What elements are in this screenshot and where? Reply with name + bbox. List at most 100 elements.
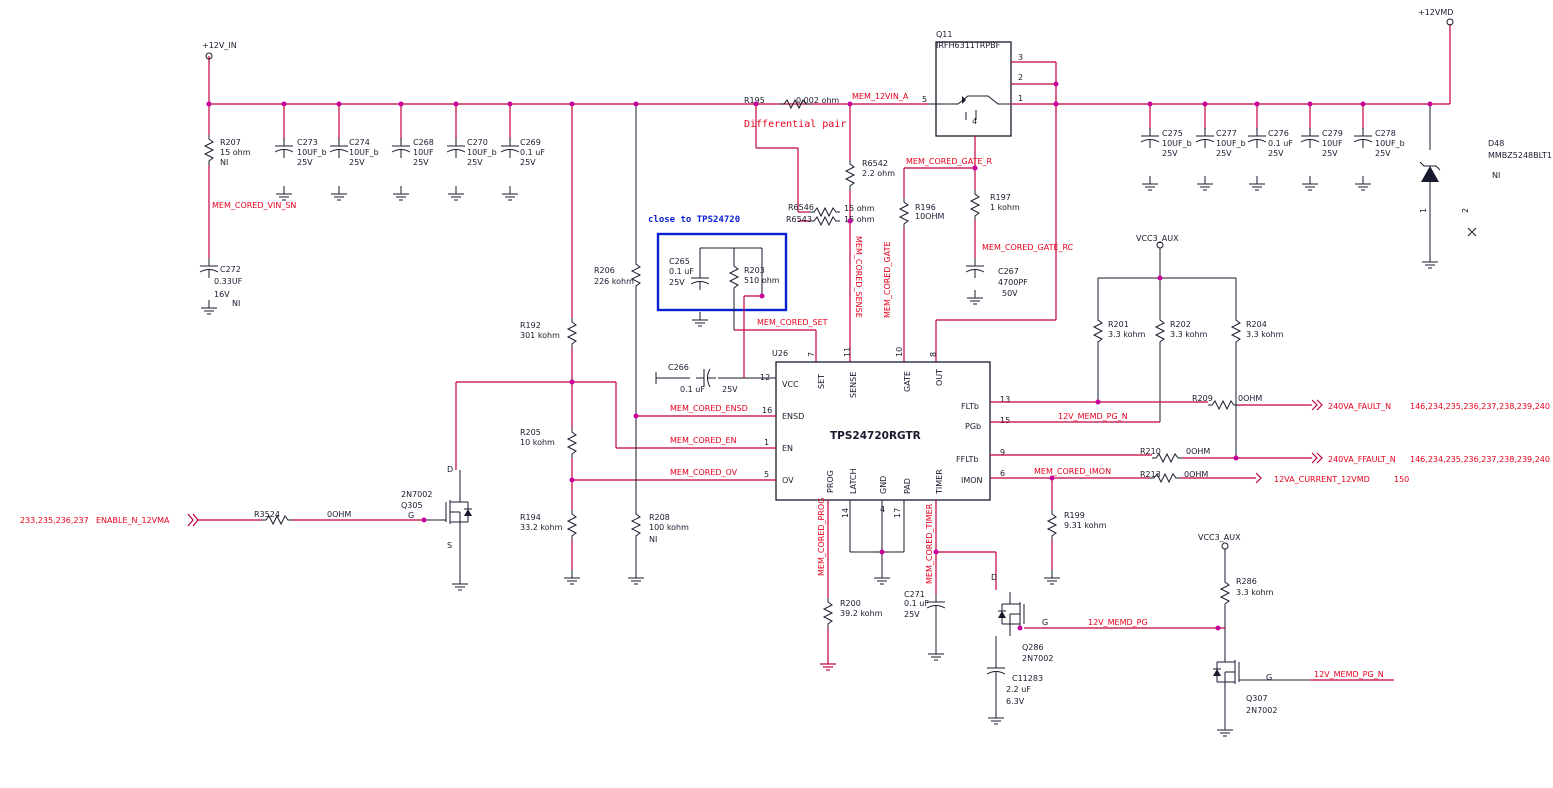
components-c279-val: 10UF <box>1322 139 1343 148</box>
ic-nums-en: 1 <box>764 438 769 447</box>
nets-gate: MEM_CORED_GATE <box>883 241 892 318</box>
components-c276-v2: 25V <box>1268 149 1284 158</box>
nets-imon: MEM_CORED_IMON <box>1034 467 1111 476</box>
ic-nums-gnd: 4 <box>880 505 885 514</box>
components-r199-val: 9.31 kohm <box>1064 521 1107 530</box>
components-c278-v2: 25V <box>1375 149 1391 158</box>
nets-gate_rc: MEM_CORED_GATE_RC <box>982 243 1074 252</box>
components-r199-ref: R199 <box>1064 511 1085 520</box>
ic-part-number: TPS24720RGTR <box>830 430 921 442</box>
components-r6542-val: 2.2 ohm <box>862 169 895 178</box>
components-r286-ref: R286 <box>1236 577 1257 586</box>
rails-aux1: VCC3_AUX <box>1136 234 1179 243</box>
nets-gate_r: MEM_CORED_GATE_R <box>906 157 993 166</box>
nets-ov: MEM_CORED_OV <box>670 468 738 477</box>
components-c266-ref: C266 <box>668 363 689 372</box>
nets-fault_pages: 146,234,235,236,237,238,239,240 <box>1410 402 1550 411</box>
components-c272-ref: C272 <box>220 265 241 274</box>
ic-pins-set: SET <box>817 374 826 389</box>
components-c277-ref: C277 <box>1216 129 1237 138</box>
mosfet_top-ref: Q11 <box>936 30 952 39</box>
components-r207-val: 15 ohm <box>220 148 251 157</box>
junctions <box>206 81 1433 631</box>
ic-pins-sense: SENSE <box>849 372 858 398</box>
components-c274-val: 10UF_b <box>349 148 379 157</box>
ic-pins-out: OUT <box>935 369 944 386</box>
nets-en: MEM_CORED_EN <box>670 436 737 445</box>
nets-prog: MEM_CORED_PROG <box>817 498 826 576</box>
components-r194-ref: R194 <box>520 513 541 522</box>
ic-nums-latch: 14 <box>841 508 850 518</box>
pin_marks-one: 1 <box>1419 208 1428 213</box>
pin_marks-g: G <box>1042 618 1048 627</box>
components-r210-ref: R210 <box>1140 447 1161 456</box>
components-c279-v2: 25V <box>1322 149 1338 158</box>
components-c11283-v2: 6.3V <box>1006 697 1025 706</box>
ic-pins-imon: IMON <box>961 476 983 485</box>
components-r286-val: 3.3 kohm <box>1236 588 1274 597</box>
nets-fault: 240VA_FAULT_N <box>1328 402 1391 411</box>
components-r213-ref: R213 <box>1140 470 1161 479</box>
components-c275-ref: C275 <box>1162 129 1183 138</box>
components-r6543-val: 15 ohm <box>844 215 875 224</box>
pin_marks-two: 2 <box>1461 208 1470 213</box>
components-d48-val: MMBZ5248BLT1 <box>1488 151 1552 160</box>
components-r201-val: 3.3 kohm <box>1108 330 1146 339</box>
net-enable: ENABLE_N_12VMA <box>96 516 170 525</box>
components-r207-v2: NI <box>220 158 228 167</box>
d48-tvs: 1 2 D48 MMBZ5248BLT1 NI <box>1419 104 1552 269</box>
components-r206-ref: R206 <box>594 266 615 275</box>
components-c271-val: 0.1 uF <box>904 599 929 608</box>
components-r204-ref: R204 <box>1246 320 1267 329</box>
mosfet_top-p2: 2 <box>1018 73 1023 82</box>
ic-nums-fflt: 9 <box>1000 448 1005 457</box>
components-r204-val: 3.3 kohm <box>1246 330 1284 339</box>
nets-ffault: 240VA_FFAULT_N <box>1328 455 1396 464</box>
components-r195-ref: R195 <box>744 96 765 105</box>
ic-pins-en: EN <box>782 444 793 453</box>
rail-12v-in: +12V_IN <box>202 41 237 60</box>
components-c270-ref: C270 <box>467 138 488 147</box>
components-c269-v2: 25V <box>520 158 536 167</box>
ic-nums-ov: 5 <box>764 470 769 479</box>
components-c265-val: 0.1 uF <box>669 267 694 276</box>
components-r192-ref: R192 <box>520 321 541 330</box>
nets-pg2: 12V_MEMD_PG <box>1088 618 1148 627</box>
components-q286-val: 2N7002 <box>1022 654 1053 663</box>
ic-pins-timer: TIMER <box>935 469 944 495</box>
enable-input: 233,235,236,237 ENABLE_N_12VMA R3524 0OHM… <box>20 510 424 527</box>
ic-nums-imon: 6 <box>1000 469 1005 478</box>
components-c271-ref: C271 <box>904 590 925 599</box>
pin_marks-g: G <box>1266 673 1272 682</box>
nets-current_page: 150 <box>1394 475 1409 484</box>
components-c271-v2: 25V <box>904 610 920 619</box>
components-c275-val: 10UF_b <box>1162 139 1192 148</box>
components-c265-v2: 25V <box>669 278 685 287</box>
components-q305-val: 2N7002 <box>401 490 432 499</box>
nets-current: 12VA_CURRENT_12VMD <box>1274 475 1370 484</box>
components-r206-val: 226 kohm <box>594 277 634 286</box>
mosfet_top-p4: 4 <box>972 117 977 126</box>
ic-pins-ensd: ENSD <box>782 412 804 421</box>
r195-sense: R195 0.002 ohm MEM_12VIN_A Differential … <box>744 92 909 130</box>
ic-nums-set: 7 <box>807 352 816 357</box>
components-r202-ref: R202 <box>1170 320 1191 329</box>
components-r3524-val: 0OHM <box>327 510 351 519</box>
components-c274-ref: C274 <box>349 138 370 147</box>
pin_marks-s: S <box>447 541 452 550</box>
components-c266-v2: 25V <box>722 385 738 394</box>
components-r3524-ref: R3524 <box>254 510 280 519</box>
ic-nums-sense: 11 <box>843 347 852 357</box>
components-r197-val: 1 kohm <box>990 203 1020 212</box>
q11-mosfet: Q11 IRFH6311TRPBF 5 3 2 1 4 <box>922 30 1057 320</box>
enable-pages: 233,235,236,237 <box>20 516 89 525</box>
